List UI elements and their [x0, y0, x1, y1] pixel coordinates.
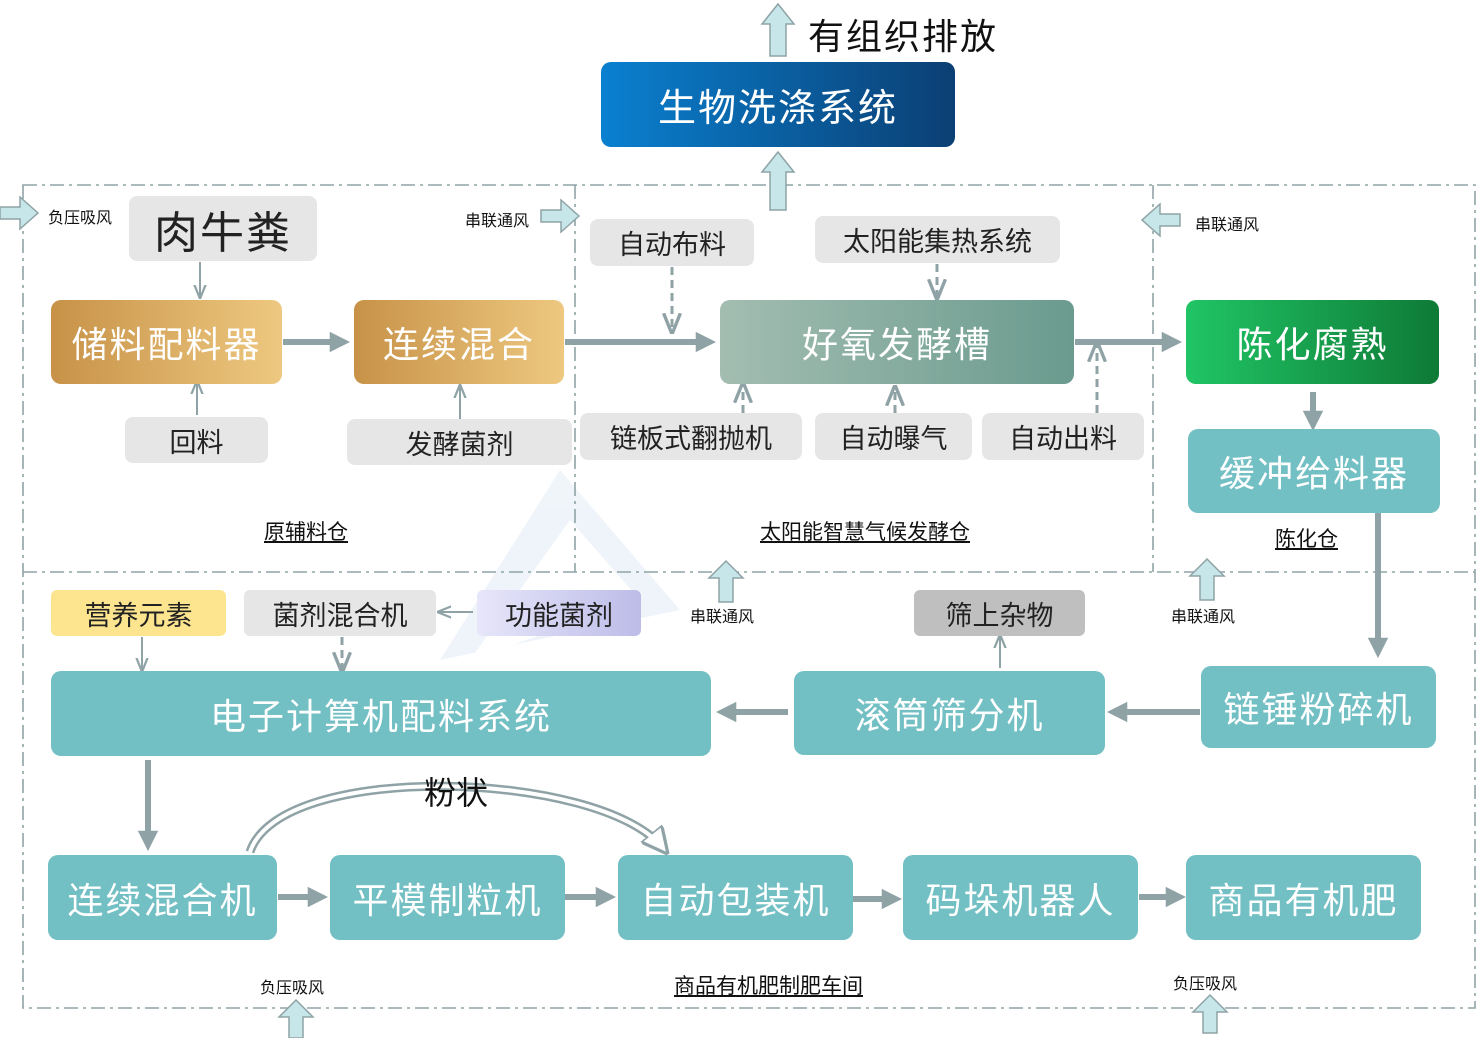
vent-up-arrow	[760, 2, 796, 57]
workshop-zone-label: 商品有机肥制肥车间	[674, 974, 863, 998]
minor-arrows	[142, 262, 1000, 669]
crusher-box: 链锤粉碎机	[1201, 666, 1436, 748]
recycle-box: 回料	[125, 417, 268, 463]
neg-suction-label: 负压吸风	[48, 208, 113, 227]
aging-zone-label: 陈化仓	[1275, 527, 1338, 551]
vent-right-arrow	[540, 198, 581, 234]
continuous-mix-box: 连续混合	[354, 300, 564, 384]
fermentation-zone-label: 太阳能智慧气候发酵仓	[760, 520, 970, 544]
continuous-mixer-box: 连续混合机	[48, 855, 277, 940]
vent-left-arrow	[1140, 202, 1181, 238]
buffer-feeder-box: 缓冲给料器	[1188, 429, 1440, 513]
auto-discharge-box: 自动出料	[982, 413, 1144, 460]
agent-mixer-box: 菌剂混合机	[244, 590, 436, 636]
series-vent-label: 串联通风	[690, 607, 755, 626]
batching-system-box: 电子计算机配料系统	[51, 671, 711, 756]
powder-label: 粉状	[424, 774, 489, 812]
auto-packer-box: 自动包装机	[618, 855, 853, 940]
drum-screen-box: 滚筒筛分机	[794, 671, 1105, 755]
vent-up-arrow	[707, 559, 745, 603]
stacking-robot-box: 码垛机器人	[903, 855, 1138, 940]
solar-heat-box: 太阳能集热系统	[815, 216, 1060, 263]
dashed-arrows	[342, 264, 1097, 669]
vent-up-arrow	[1191, 993, 1229, 1034]
storage-batcher-box: 储料配料器	[51, 300, 282, 384]
aerobic-tank-box: 好氧发酵槽	[720, 300, 1074, 384]
vent-up-arrow	[1188, 557, 1226, 601]
vent-up-arrow	[760, 150, 796, 211]
chain-turner-box: 链板式翻抛机	[580, 413, 802, 460]
granulator-box: 平模制粒机	[330, 855, 565, 940]
auto-feed-box: 自动布料	[590, 219, 754, 266]
functional-agent-box: 功能菌剂	[477, 590, 641, 636]
nutrient-box: 营养元素	[51, 590, 226, 636]
auto-aeration-box: 自动曝气	[815, 413, 972, 460]
vent-right-arrow	[0, 195, 40, 231]
series-vent-label: 串联通风	[1195, 215, 1260, 234]
bio-scrubber-box: 生物洗涤系统	[601, 62, 955, 147]
vent-arrows	[0, 2, 1229, 1038]
ferment-agent-box: 发酵菌剂	[347, 419, 572, 465]
screen-residue-box: 筛上杂物	[914, 590, 1085, 636]
vent-up-arrow	[277, 998, 315, 1038]
raw-material-zone-label: 原辅料仓	[264, 520, 348, 544]
beef-manure-box: 肉牛粪	[129, 196, 317, 261]
emission-label: 有组织排放	[808, 17, 999, 58]
neg-suction-label: 负压吸风	[260, 978, 325, 997]
zone-borders	[22, 184, 1476, 1009]
aging-box: 陈化腐熟	[1186, 300, 1439, 384]
series-vent-label: 串联通风	[465, 211, 530, 230]
neg-suction-label: 负压吸风	[1173, 974, 1238, 993]
flow-arrows	[137, 331, 1389, 910]
product-fertilizer-box: 商品有机肥	[1186, 855, 1421, 940]
series-vent-label: 串联通风	[1171, 607, 1236, 626]
